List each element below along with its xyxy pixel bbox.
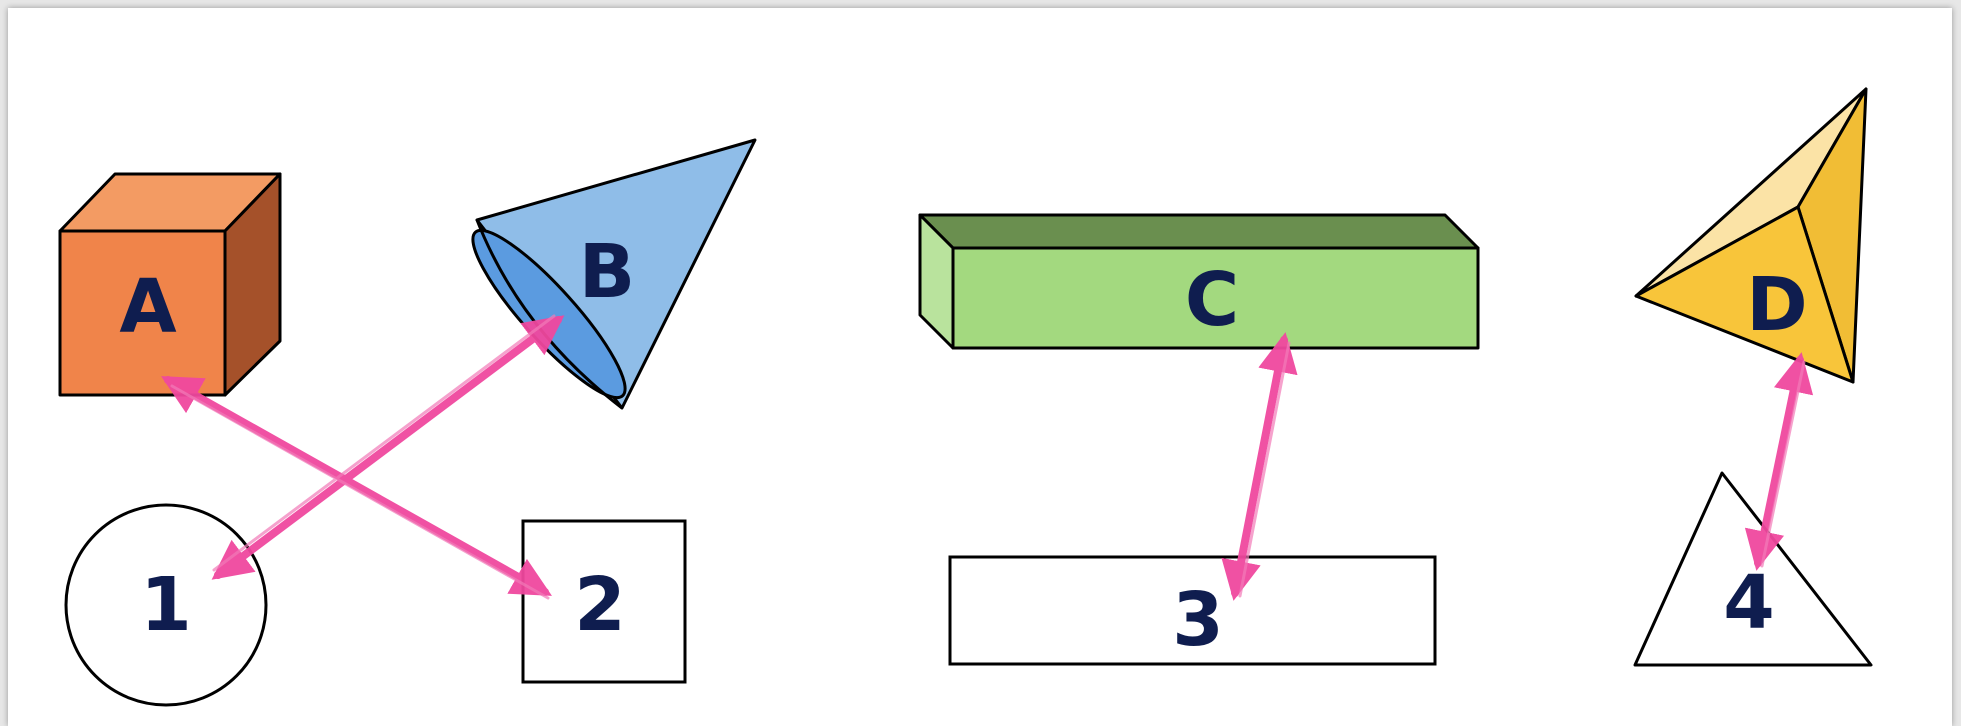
cube-label: A [119,264,176,350]
arrow-prism-to-rectangle [1221,332,1298,601]
square-label: 2 [574,562,626,648]
arrow-pyramid-to-triangle [1744,352,1814,571]
cube-solid [58,172,282,397]
pyramid-label: D [1746,262,1807,348]
cone-label: B [579,229,635,315]
circle-label: 1 [140,562,192,648]
pyramid-solid [1634,87,1868,384]
rectangle-face [948,555,1437,666]
triangle-label: 4 [1723,560,1775,646]
rectangle-label: 3 [1172,577,1224,663]
prism-label: C [1185,257,1239,343]
arrow-circle-to-cone [211,315,565,580]
prism-solid [918,213,1480,350]
